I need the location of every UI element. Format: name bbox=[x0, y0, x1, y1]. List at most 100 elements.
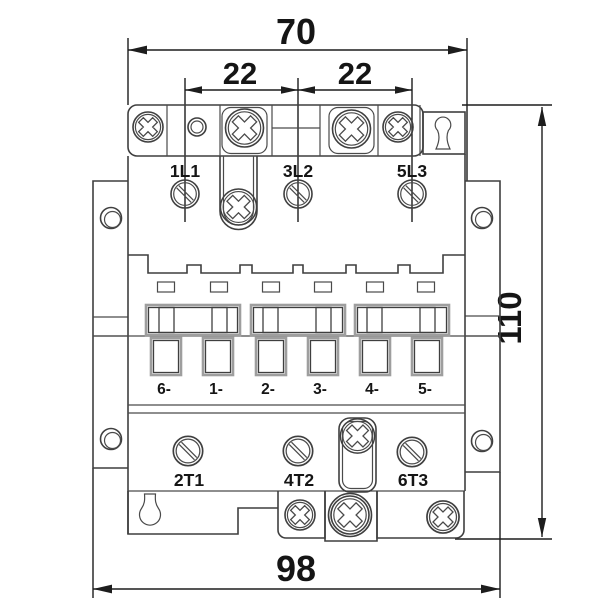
load-terminal-section: 2T1 4T2 6T3 bbox=[172, 417, 428, 493]
vent-slots bbox=[156, 281, 436, 293]
contact-module bbox=[144, 303, 242, 337]
body-step-profile bbox=[128, 254, 465, 274]
phillips-screw-icon bbox=[382, 111, 414, 143]
dimension-98-value: 98 bbox=[276, 548, 316, 589]
keyhole-icon bbox=[138, 493, 162, 526]
terminal-label: 4T2 bbox=[284, 470, 314, 490]
arrow-right-icon bbox=[281, 86, 298, 94]
aux-terminal: 4- bbox=[358, 336, 392, 398]
vent-slot bbox=[156, 281, 176, 293]
arrow-left-icon bbox=[128, 45, 147, 55]
contact-window bbox=[158, 306, 175, 334]
contact-window bbox=[211, 306, 228, 334]
bottom-left-plate bbox=[127, 491, 278, 535]
aux-terminal-label: 5- bbox=[418, 381, 432, 398]
phillips-screw-large-icon bbox=[330, 495, 370, 535]
mounting-hole-icon bbox=[470, 206, 494, 230]
terminal-label: 1L1 bbox=[170, 161, 200, 181]
screw-housing bbox=[328, 106, 375, 155]
vent-slot bbox=[313, 281, 333, 293]
screw-housing bbox=[221, 106, 268, 155]
aux-terminal-label: 6- bbox=[157, 381, 171, 398]
aux-terminal-label: 3- bbox=[313, 381, 327, 398]
mounting-rail-left bbox=[92, 180, 128, 469]
aux-terminal: 3- bbox=[306, 336, 340, 398]
dimension-lines bbox=[127, 38, 468, 181]
aux-terminal-label: 4- bbox=[365, 381, 379, 398]
aux-terminal-label: 2- bbox=[261, 381, 275, 398]
vent-slot bbox=[209, 281, 229, 293]
dimension-lines bbox=[455, 104, 552, 540]
phillips-screw-large-icon bbox=[339, 418, 376, 454]
arrow-right-icon bbox=[481, 584, 500, 594]
phillips-screw-icon bbox=[426, 500, 460, 534]
line-terminal-area: 1L1 3L2 5L3 bbox=[170, 156, 427, 231]
top-terminal-strip bbox=[127, 104, 466, 157]
dimension-lines bbox=[92, 468, 501, 598]
bottom-mounting-strip bbox=[127, 491, 465, 542]
dimension-22-left-value: 22 bbox=[223, 56, 257, 91]
phillips-screw-large-icon bbox=[224, 108, 265, 148]
screw-channel bbox=[219, 156, 258, 231]
strip-dividers bbox=[166, 105, 421, 156]
aux-terminal: 1- bbox=[201, 336, 235, 398]
rail-outline bbox=[92, 180, 128, 469]
rail-outline bbox=[465, 180, 501, 473]
keyhole-icon bbox=[434, 116, 452, 150]
contact-module bbox=[353, 303, 451, 337]
arrow-left-icon bbox=[298, 86, 315, 94]
contact-window bbox=[419, 306, 436, 334]
contact-window bbox=[315, 306, 332, 334]
slotted-screw-icon bbox=[396, 436, 428, 468]
strip-outline bbox=[127, 104, 424, 157]
mounting-hole-icon bbox=[470, 429, 494, 453]
slotted-screw-icon bbox=[172, 435, 204, 467]
vent-slot bbox=[261, 281, 281, 293]
phillips-screw-large-icon bbox=[219, 188, 258, 226]
keyhole-cell bbox=[422, 111, 466, 155]
vent-slot bbox=[416, 281, 436, 293]
vent-slot bbox=[365, 281, 385, 293]
aux-contact-modules bbox=[144, 281, 451, 337]
pilot-hole-icon bbox=[187, 117, 207, 137]
arrow-left-icon bbox=[185, 86, 202, 94]
arrow-right-icon bbox=[448, 45, 467, 55]
bottom-middle-section bbox=[277, 491, 326, 539]
slotted-screw-icon bbox=[282, 435, 314, 467]
dimension-22-right: 22 bbox=[298, 56, 413, 222]
mounting-hole-inner bbox=[103, 210, 122, 229]
contact-window bbox=[366, 306, 383, 334]
dimension-110-value: 110 bbox=[491, 291, 528, 344]
terminal-label: 5L3 bbox=[397, 161, 427, 181]
contact-module bbox=[249, 303, 347, 337]
mounting-hole-inner bbox=[103, 431, 122, 450]
dimension-110: 110 bbox=[455, 104, 552, 540]
mounting-hole-icon bbox=[99, 206, 123, 230]
dimension-lines bbox=[184, 78, 299, 222]
aux-terminal-label: 1- bbox=[209, 381, 223, 398]
dimension-98: 98 bbox=[92, 468, 501, 598]
mounting-hole-icon bbox=[99, 427, 123, 451]
dimension-lines bbox=[298, 78, 413, 222]
dimension-70-value: 70 bbox=[276, 11, 316, 52]
aux-terminal: 2- bbox=[254, 336, 288, 398]
dimension-22-left: 22 bbox=[184, 56, 299, 222]
contact-window bbox=[262, 306, 279, 334]
terminal-label: 2T1 bbox=[174, 470, 204, 490]
pilot-hole-inner bbox=[190, 120, 204, 134]
screw-outer-ring bbox=[327, 492, 373, 538]
screw-slot bbox=[338, 417, 377, 493]
arrow-left-icon bbox=[93, 584, 112, 594]
aux-terminal-squares: 6- 1- 2- 3- 4- 5- bbox=[149, 336, 444, 398]
mounting-hole-inner bbox=[474, 210, 493, 229]
aux-terminal: 6- bbox=[149, 336, 183, 398]
terminal-label: 3L2 bbox=[283, 161, 313, 181]
dimension-70: 70 bbox=[127, 11, 468, 181]
phillips-screw-icon bbox=[284, 499, 316, 531]
aux-terminal: 5- bbox=[410, 336, 444, 398]
mounting-rail-right bbox=[465, 180, 501, 473]
arrow-down-icon bbox=[537, 518, 547, 537]
mounting-hole-inner bbox=[474, 433, 493, 452]
